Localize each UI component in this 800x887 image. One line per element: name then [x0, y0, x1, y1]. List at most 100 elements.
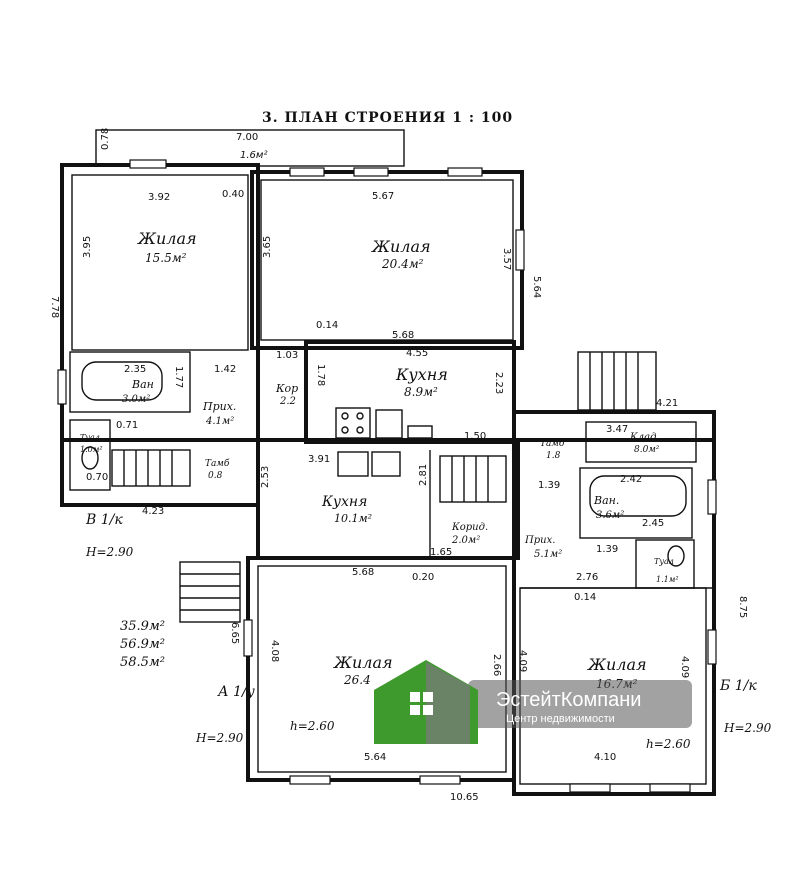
stairs — [111, 351, 657, 623]
svg-text:0.78: 0.78 — [100, 128, 111, 150]
svg-text:1.42: 1.42 — [214, 364, 236, 375]
svg-text:2.35: 2.35 — [124, 364, 146, 375]
svg-text:2.66: 2.66 — [491, 654, 502, 676]
svg-text:H=2.90: H=2.90 — [85, 545, 134, 559]
room-name: Туал — [654, 557, 674, 566]
room-name: Кухня — [321, 494, 367, 510]
logo-tagline: Центр недвижимости — [506, 713, 615, 725]
dimension-labels: 7.00 1.6м² 0.78 3.92 0.40 5.67 3.95 3.65… — [49, 128, 748, 803]
svg-text:4.23: 4.23 — [142, 506, 164, 517]
room-name: Тамб — [205, 458, 230, 469]
room-area: 8.9м² — [404, 385, 438, 399]
ceiling-height: h=2.60 — [290, 719, 335, 733]
walls — [60, 129, 716, 796]
svg-text:0.14: 0.14 — [574, 592, 596, 603]
room-area: 0.8 — [208, 471, 223, 481]
svg-text:6.65: 6.65 — [229, 622, 240, 644]
svg-text:А 1/у: А 1/у — [217, 684, 256, 700]
svg-text:0.71: 0.71 — [116, 420, 138, 431]
svg-text:5.64: 5.64 — [531, 276, 542, 298]
room-name: Жилая — [137, 229, 197, 248]
svg-text:В 1/к: В 1/к — [85, 512, 123, 528]
svg-text:3.95: 3.95 — [82, 236, 93, 258]
svg-text:1.6м²: 1.6м² — [240, 150, 267, 161]
svg-text:1.50: 1.50 — [464, 431, 486, 442]
svg-text:58.5м²: 58.5м² — [120, 655, 165, 670]
svg-text:Б 1/к: Б 1/к — [719, 678, 757, 694]
logo-name: ЭстейтКомпани — [496, 689, 641, 711]
svg-text:3.92: 3.92 — [148, 192, 170, 203]
svg-text:1.39: 1.39 — [538, 480, 560, 491]
room-name: Ван. — [593, 494, 619, 507]
svg-text:4.09: 4.09 — [679, 656, 690, 678]
svg-text:8.75: 8.75 — [737, 596, 748, 618]
svg-text:0.40: 0.40 — [222, 189, 244, 200]
building-markers: В 1/к H=2.90 35.9м² 56.9м² 58.5м² А 1/у … — [85, 512, 772, 745]
room-name: Тамб — [540, 438, 565, 449]
svg-text:3.57: 3.57 — [501, 248, 512, 270]
room-area: 3.0м² — [122, 394, 150, 405]
svg-text:5.67: 5.67 — [372, 191, 394, 202]
svg-text:0.20: 0.20 — [412, 572, 434, 583]
svg-text:0.70: 0.70 — [86, 472, 108, 483]
svg-text:3.91: 3.91 — [308, 454, 330, 465]
svg-text:3.47: 3.47 — [606, 424, 628, 435]
svg-text:H=2.90: H=2.90 — [723, 721, 772, 735]
room-area: 10.1м² — [334, 512, 372, 525]
svg-text:1.77: 1.77 — [173, 366, 184, 388]
svg-text:2.45: 2.45 — [642, 518, 664, 529]
room-name: Кухня — [395, 365, 448, 384]
room-name: Жилая — [587, 655, 647, 674]
svg-text:4.55: 4.55 — [406, 348, 428, 359]
room-name: Ван — [131, 378, 154, 391]
svg-text:10.65: 10.65 — [450, 792, 479, 803]
room-area: 8.0м² — [634, 445, 660, 455]
windows — [57, 159, 717, 793]
svg-text:2.42: 2.42 — [620, 474, 642, 485]
room-name: Клад. — [629, 432, 660, 443]
room-area: 1.8 — [546, 451, 561, 461]
svg-text:4.08: 4.08 — [269, 640, 280, 662]
fixtures — [81, 361, 687, 567]
room-area: 26.4 — [343, 673, 371, 687]
svg-text:1.39: 1.39 — [596, 544, 618, 555]
svg-text:4.09: 4.09 — [517, 650, 528, 672]
room-name: Жилая — [371, 237, 431, 256]
svg-text:35.9м²: 35.9м² — [120, 619, 165, 634]
room-area: 1.1м² — [656, 575, 679, 584]
company-logo: ЭстейтКомпани Центр недвижимости — [374, 660, 692, 744]
svg-text:1.78: 1.78 — [315, 364, 326, 386]
room-name: Жилая — [333, 653, 393, 672]
ceiling-height: h=2.60 — [646, 737, 691, 751]
svg-text:2.53: 2.53 — [260, 466, 271, 488]
svg-text:H=2.90: H=2.90 — [195, 731, 244, 745]
svg-text:4.21: 4.21 — [656, 398, 678, 409]
room-area: 1.0м² — [80, 445, 103, 454]
svg-text:7.00: 7.00 — [236, 132, 258, 143]
svg-text:3.65: 3.65 — [262, 236, 273, 258]
svg-text:1.03: 1.03 — [276, 350, 298, 361]
room-area: 20.4м² — [381, 257, 424, 271]
room-area: 3.6м² — [596, 510, 624, 521]
room-area: 15.5м² — [145, 251, 187, 265]
room-area: 5.1м² — [534, 549, 562, 560]
svg-text:2.76: 2.76 — [576, 572, 598, 583]
svg-text:2.81: 2.81 — [418, 464, 429, 486]
room-area: 2.0м² — [451, 535, 480, 546]
svg-text:5.64: 5.64 — [364, 752, 386, 763]
room-name: Кор — [275, 382, 298, 395]
svg-text:5.68: 5.68 — [352, 567, 374, 578]
svg-text:0.14: 0.14 — [316, 320, 338, 331]
svg-text:1.65: 1.65 — [430, 547, 452, 558]
room-area: 4.1м² — [205, 416, 234, 427]
svg-text:5.68: 5.68 — [392, 330, 414, 341]
room-area: 2.2 — [279, 396, 296, 407]
plan-title: 3. ПЛАН СТРОЕНИЯ 1 : 100 — [262, 110, 513, 126]
room-name: Корид. — [451, 522, 488, 533]
room-name: Прих. — [524, 535, 555, 546]
room-name: Прих. — [202, 400, 236, 413]
svg-text:2.23: 2.23 — [493, 372, 504, 394]
room-name: Туал — [80, 433, 100, 442]
svg-text:7.78: 7.78 — [49, 296, 60, 318]
